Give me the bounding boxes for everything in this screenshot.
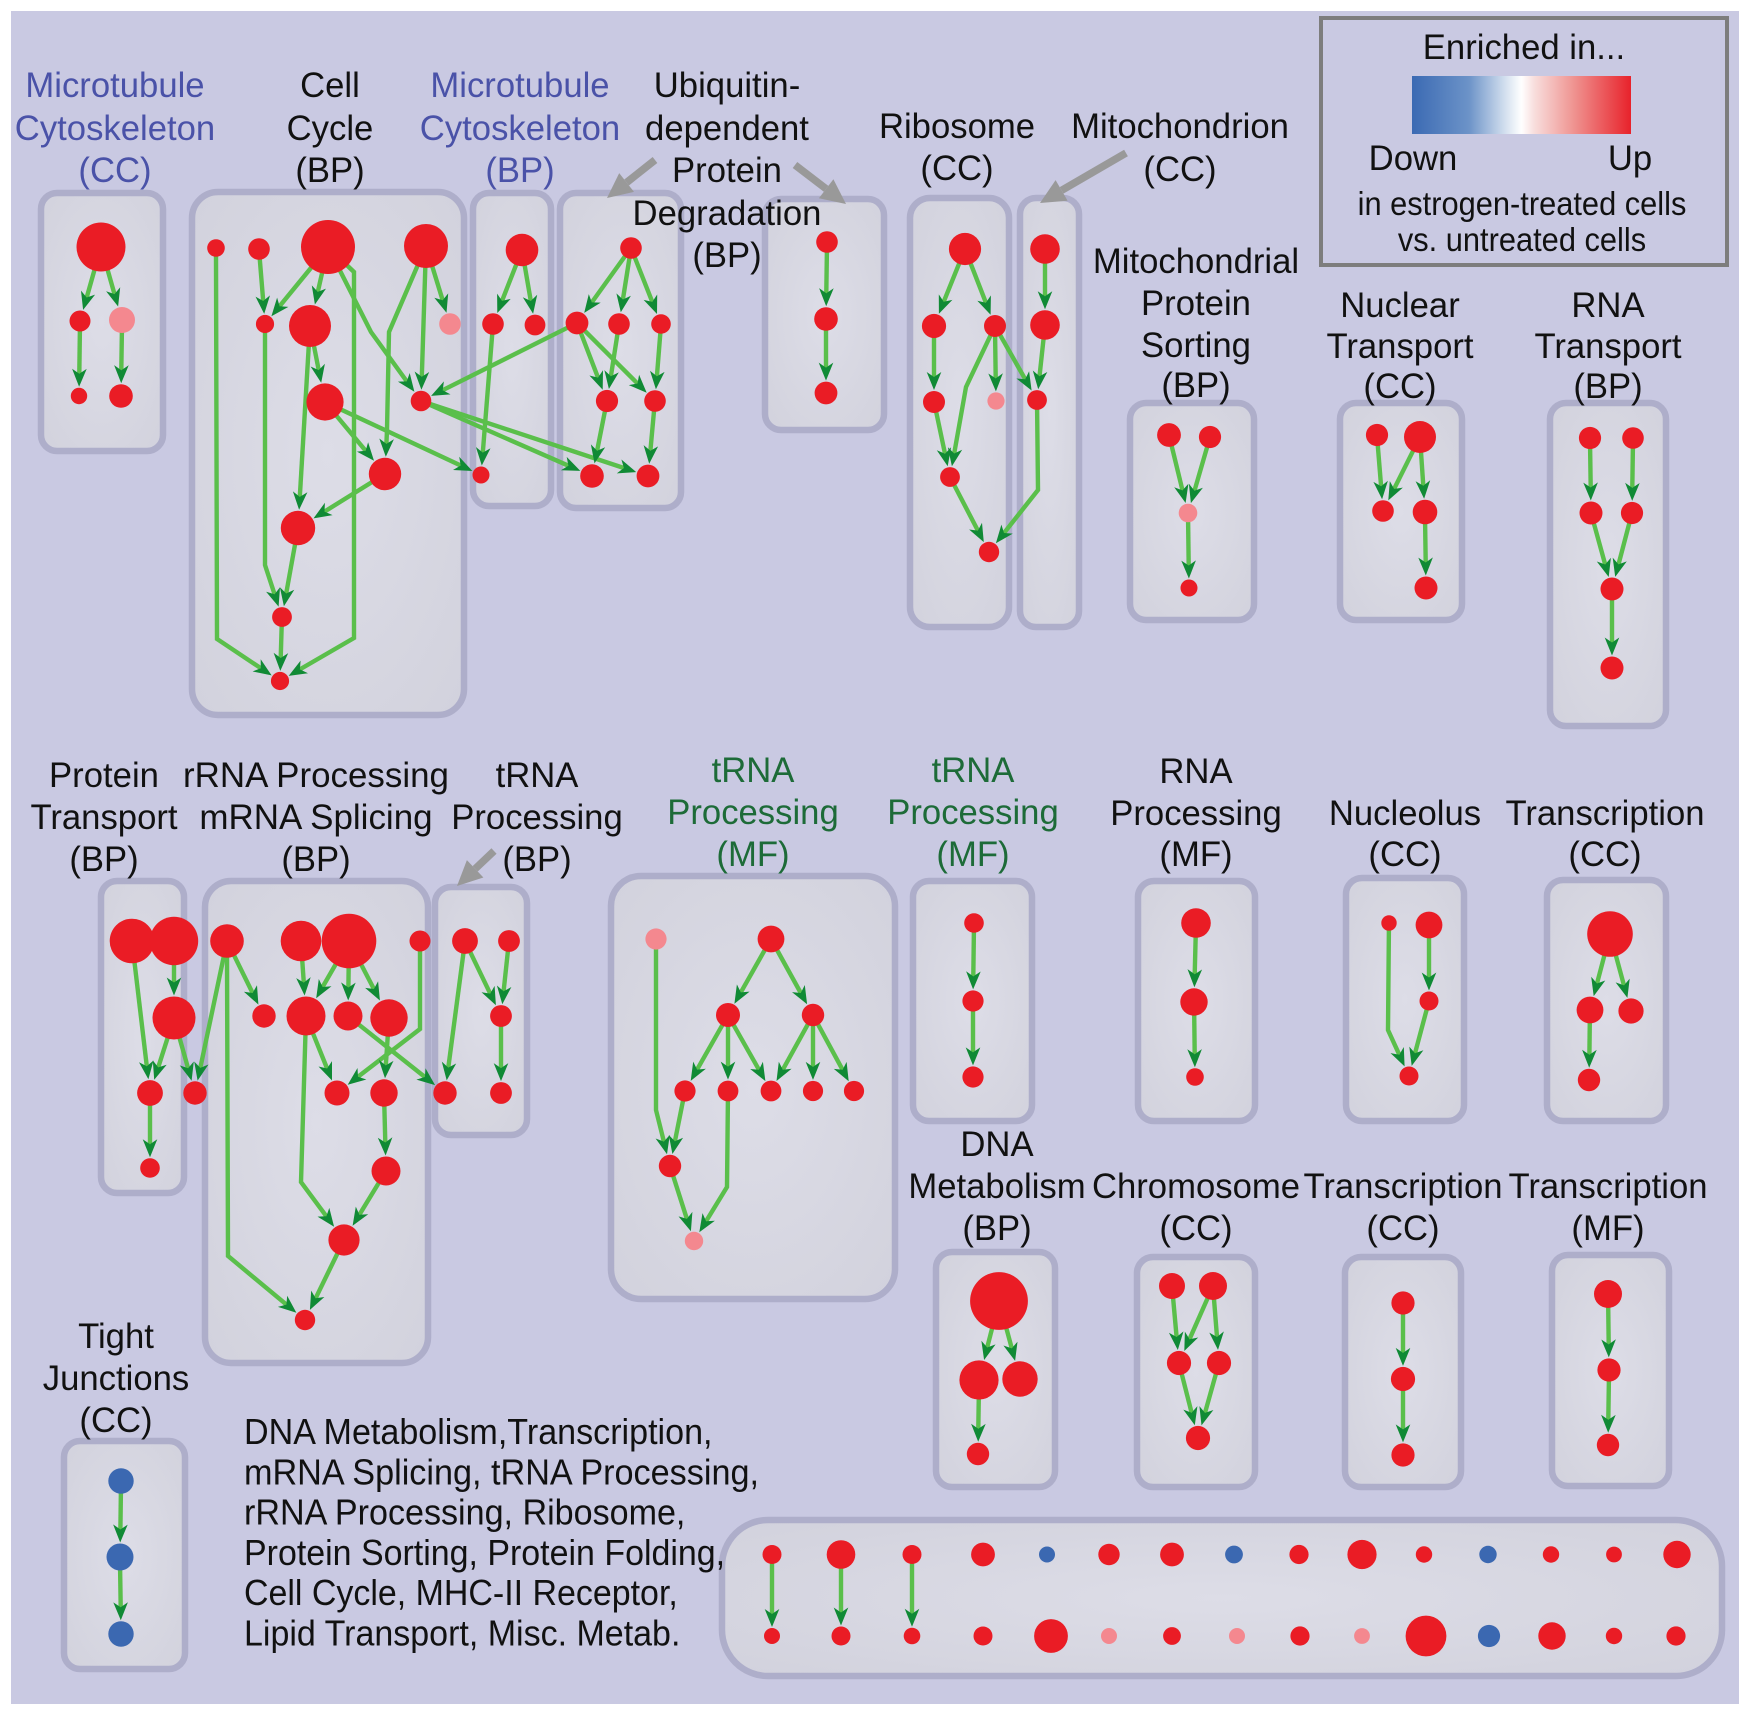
svg-text:Mitochondrial: Mitochondrial xyxy=(1093,242,1299,281)
svg-text:Transcription: Transcription xyxy=(1303,1167,1502,1206)
svg-text:RNA: RNA xyxy=(1571,286,1645,325)
svg-text:(CC): (CC) xyxy=(78,151,151,190)
svg-text:tRNA: tRNA xyxy=(712,751,796,790)
svg-text:Junctions: Junctions xyxy=(43,1359,190,1398)
svg-text:(CC): (CC) xyxy=(920,149,993,188)
svg-text:Down: Down xyxy=(1369,139,1458,178)
svg-text:Ribosome: Ribosome xyxy=(879,107,1035,146)
svg-text:Protein: Protein xyxy=(1141,284,1251,323)
svg-text:tRNA: tRNA xyxy=(932,751,1016,790)
svg-text:(BP): (BP) xyxy=(69,840,138,879)
svg-text:Cytoskeleton: Cytoskeleton xyxy=(15,109,215,148)
svg-text:Up: Up xyxy=(1608,139,1652,178)
svg-text:(BP): (BP) xyxy=(1161,366,1230,405)
svg-text:Processing: Processing xyxy=(667,793,839,832)
svg-text:(CC): (CC) xyxy=(1143,150,1216,189)
svg-text:(BP): (BP) xyxy=(295,151,364,190)
svg-text:tRNA: tRNA xyxy=(496,756,580,795)
svg-text:Nuclear: Nuclear xyxy=(1340,286,1460,325)
svg-text:Processing: Processing xyxy=(887,793,1059,832)
svg-text:(BP): (BP) xyxy=(502,840,571,879)
svg-text:Processing: Processing xyxy=(1110,794,1282,833)
svg-text:(MF): (MF) xyxy=(1571,1209,1644,1248)
svg-text:(CC): (CC) xyxy=(79,1401,152,1440)
svg-text:Protein: Protein xyxy=(49,756,159,795)
svg-text:(CC): (CC) xyxy=(1159,1209,1232,1248)
svg-text:(CC): (CC) xyxy=(1368,835,1441,874)
svg-text:in estrogen-treated cells: in estrogen-treated cells xyxy=(1358,186,1687,223)
svg-text:Microtubule: Microtubule xyxy=(25,66,204,105)
svg-text:Cell Cycle, MHC-II Receptor,: Cell Cycle, MHC-II Receptor, xyxy=(244,1572,678,1613)
svg-text:Transcription: Transcription xyxy=(1505,794,1704,833)
svg-text:(CC): (CC) xyxy=(1366,1209,1439,1248)
svg-text:Ubiquitin-: Ubiquitin- xyxy=(654,66,801,105)
svg-text:Protein: Protein xyxy=(672,151,782,190)
svg-text:Lipid Transport, Misc. Metab.: Lipid Transport, Misc. Metab. xyxy=(244,1613,680,1654)
svg-text:(MF): (MF) xyxy=(1159,835,1232,874)
svg-text:vs. untreated cells: vs. untreated cells xyxy=(1398,222,1646,259)
svg-text:Transport: Transport xyxy=(1326,327,1473,366)
svg-text:mRNA Splicing: mRNA Splicing xyxy=(199,798,432,837)
svg-text:Degradation: Degradation xyxy=(633,194,822,233)
svg-text:DNA: DNA xyxy=(960,1125,1034,1164)
svg-text:Microtubule: Microtubule xyxy=(430,66,609,105)
svg-text:(BP): (BP) xyxy=(1573,367,1642,406)
svg-text:(CC): (CC) xyxy=(1363,367,1436,406)
svg-text:Protein Sorting, Protein Foldi: Protein Sorting, Protein Folding, xyxy=(244,1532,725,1573)
svg-text:Enriched in...: Enriched in... xyxy=(1423,28,1625,67)
svg-text:(BP): (BP) xyxy=(485,151,554,190)
svg-text:dependent: dependent xyxy=(645,109,809,148)
svg-text:Transcription: Transcription xyxy=(1508,1167,1707,1206)
svg-text:mRNA Splicing, tRNA Processing: mRNA Splicing, tRNA Processing, xyxy=(244,1451,759,1492)
svg-text:Transport: Transport xyxy=(1534,327,1681,366)
svg-text:(BP): (BP) xyxy=(281,840,350,879)
svg-text:(CC): (CC) xyxy=(1568,835,1641,874)
svg-text:Processing: Processing xyxy=(451,798,623,837)
svg-text:DNA Metabolism,Transcription,: DNA Metabolism,Transcription, xyxy=(244,1411,713,1452)
svg-text:rRNA Processing: rRNA Processing xyxy=(183,756,449,795)
svg-text:Nucleolus: Nucleolus xyxy=(1329,794,1481,833)
svg-text:Tight: Tight xyxy=(78,1317,154,1356)
svg-text:(BP): (BP) xyxy=(962,1209,1031,1248)
svg-text:Cycle: Cycle xyxy=(287,109,374,148)
svg-text:Cytoskeleton: Cytoskeleton xyxy=(420,109,620,148)
svg-text:Mitochondrion: Mitochondrion xyxy=(1071,107,1289,146)
svg-text:(MF): (MF) xyxy=(716,835,789,874)
svg-text:(MF): (MF) xyxy=(936,835,1009,874)
svg-text:RNA: RNA xyxy=(1159,752,1233,791)
svg-text:Cell: Cell xyxy=(300,66,360,105)
svg-text:Chromosome: Chromosome xyxy=(1092,1167,1300,1206)
svg-text:(BP): (BP) xyxy=(692,236,761,275)
svg-text:Transport: Transport xyxy=(30,798,177,837)
svg-text:rRNA Processing, Ribosome,: rRNA Processing, Ribosome, xyxy=(244,1492,685,1533)
svg-text:Metabolism: Metabolism xyxy=(908,1167,1085,1206)
svg-text:Sorting: Sorting xyxy=(1141,326,1251,365)
